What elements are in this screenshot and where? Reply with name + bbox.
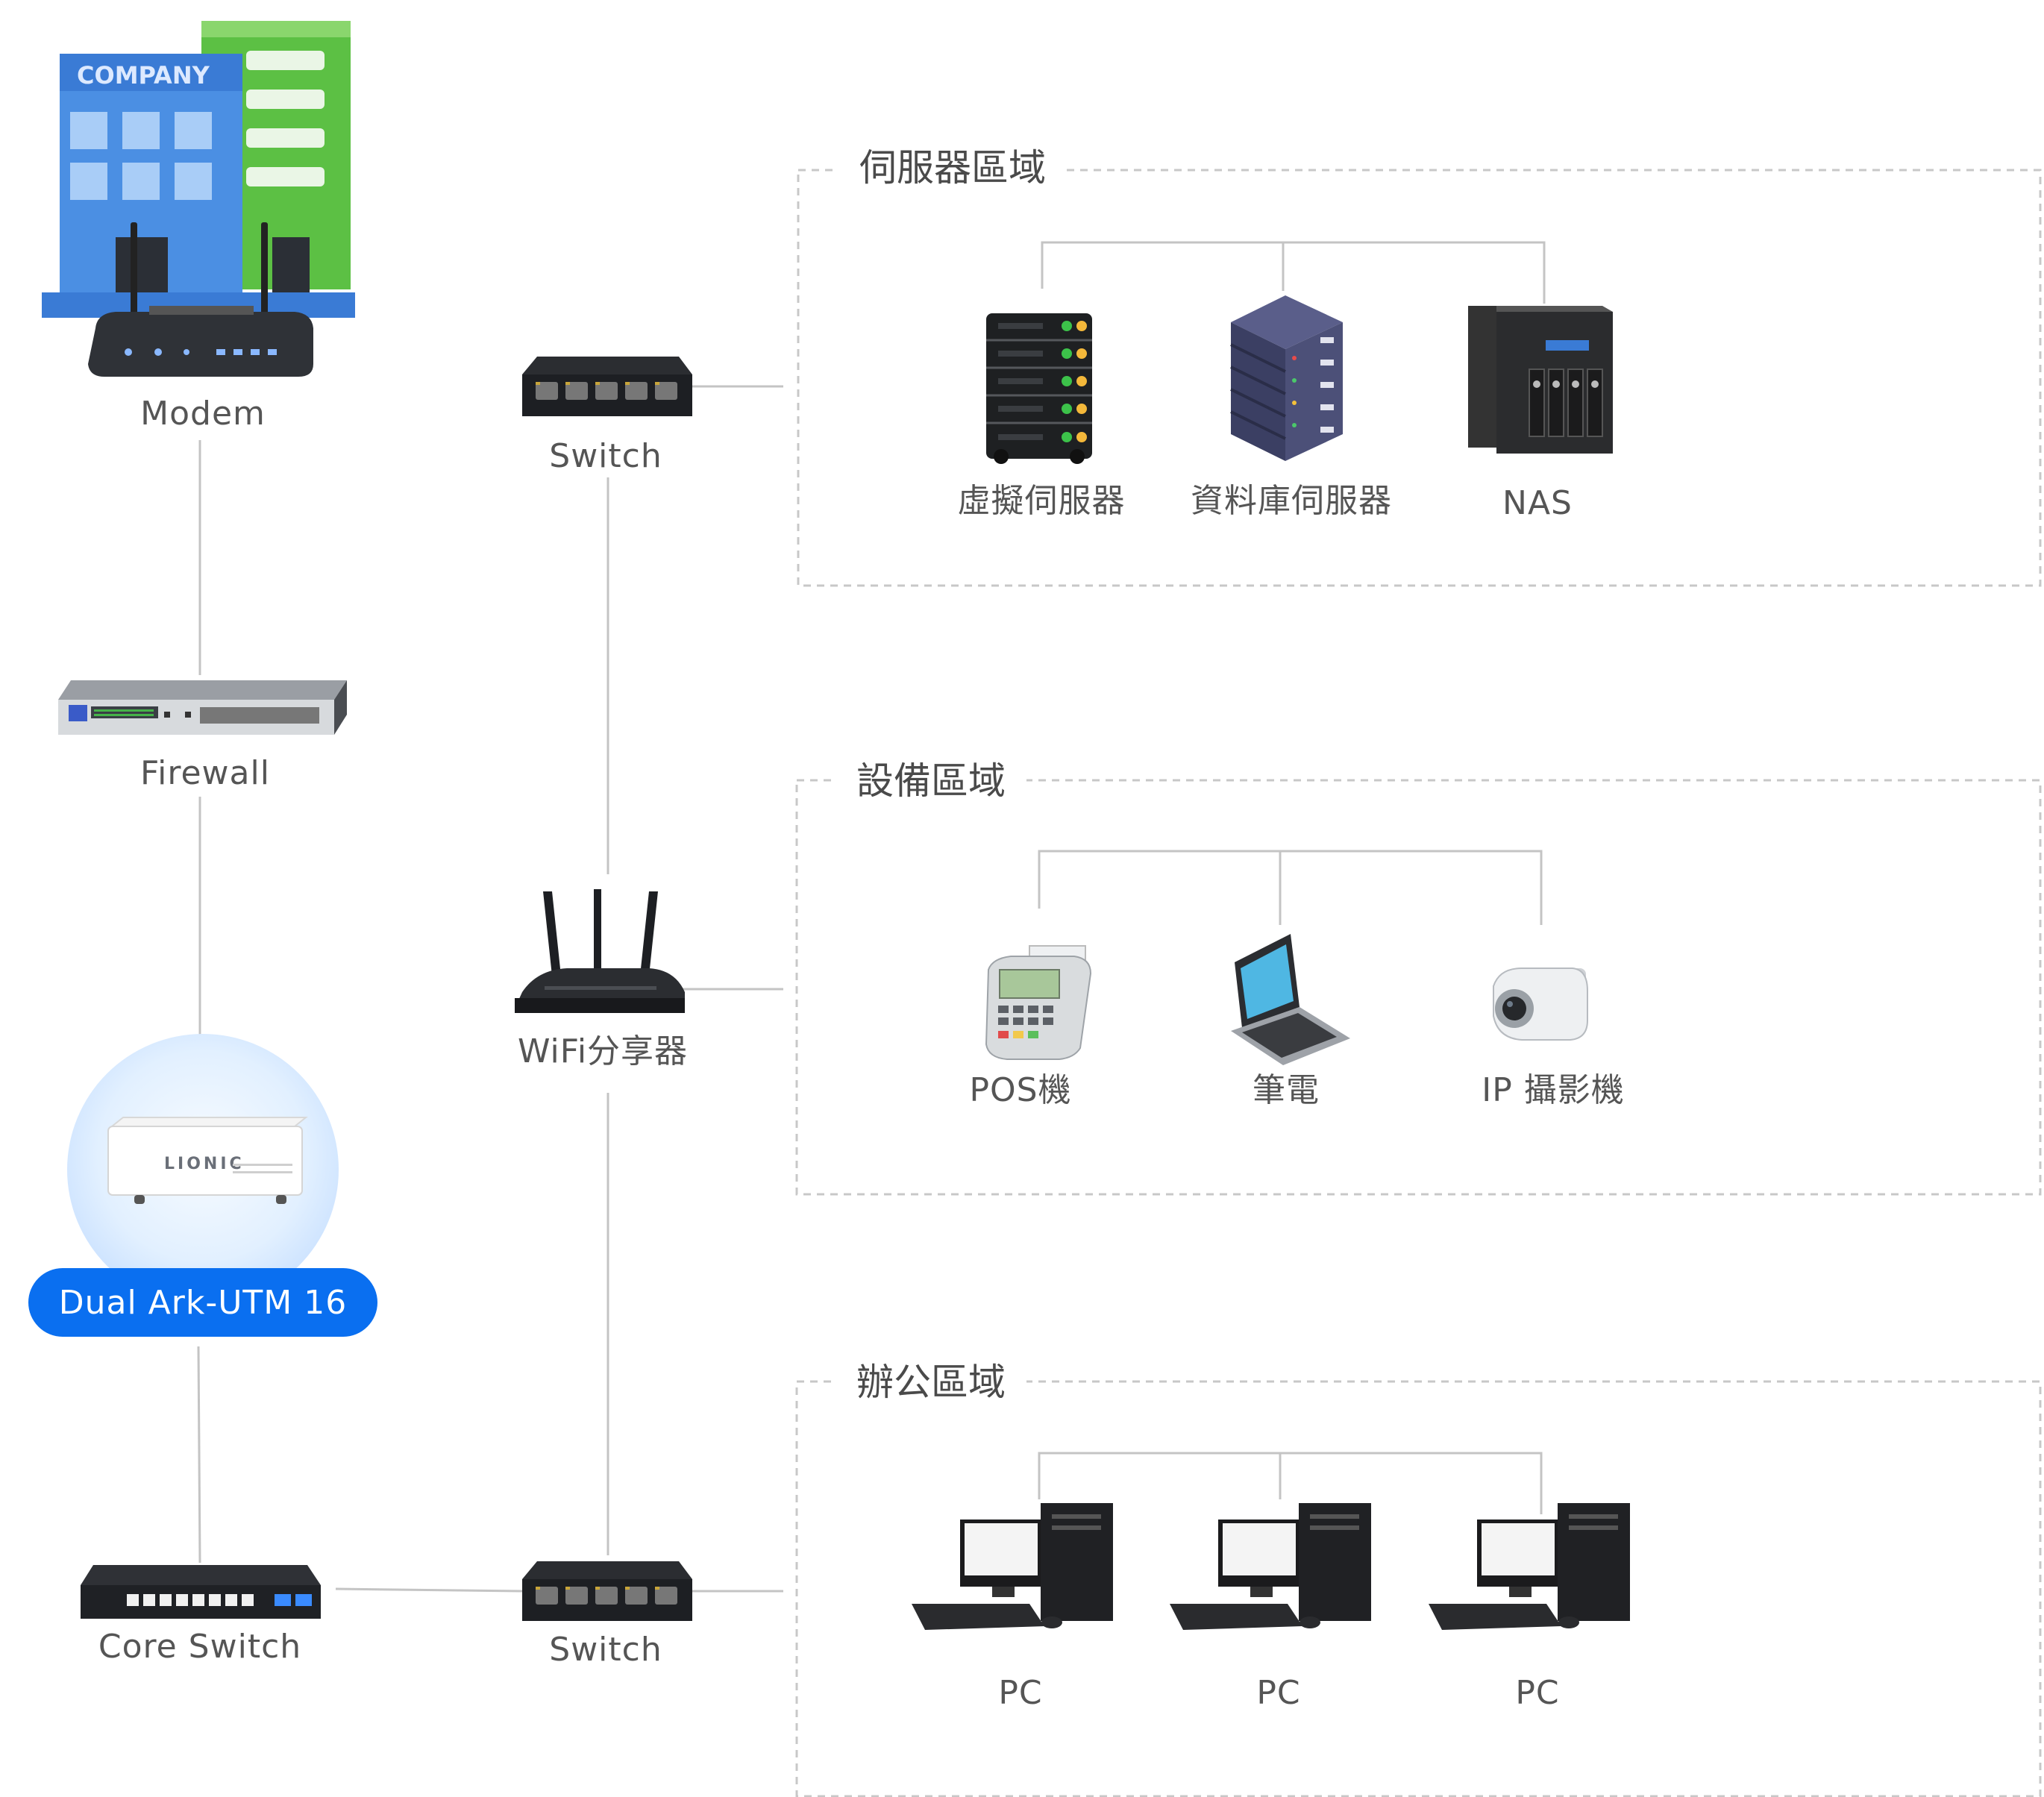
ip-camera-label: IP 攝影機 bbox=[1482, 1071, 1625, 1109]
pc-label-3: PC bbox=[1515, 1674, 1560, 1712]
equipment-zone-title: 設備區域 bbox=[836, 762, 1026, 800]
office-branch bbox=[1038, 1452, 1543, 1514]
server-zone-title: 伺服器區域 bbox=[838, 149, 1067, 186]
core-switch-label: Core Switch bbox=[98, 1628, 302, 1666]
switch-top-icon bbox=[522, 357, 692, 416]
connection-lines bbox=[197, 241, 1546, 1593]
pc-icon-3 bbox=[1429, 1503, 1630, 1630]
virtual-server-label: 虛擬伺服器 bbox=[957, 482, 1126, 520]
pos-terminal-icon bbox=[985, 945, 1092, 1060]
wifi-router-icon bbox=[515, 889, 685, 1013]
server-zone-box bbox=[797, 169, 2042, 587]
laptop-icon bbox=[1231, 934, 1350, 1065]
line-utm-coreswitch bbox=[197, 1346, 201, 1564]
nas-icon bbox=[1468, 306, 1613, 454]
ip-camera-icon bbox=[1493, 968, 1588, 1041]
pos-label: POS機 bbox=[969, 1071, 1072, 1109]
switch-bottom-label: Switch bbox=[549, 1631, 662, 1669]
equipment-zone-box bbox=[795, 779, 2042, 1196]
line-coreswitch-switch bbox=[335, 1587, 523, 1593]
utm-device-icon: LIONIC bbox=[107, 1117, 308, 1204]
pc-label-1: PC bbox=[998, 1674, 1043, 1712]
modem-icon bbox=[88, 222, 313, 377]
wifi-label: WiFi分享器 bbox=[517, 1032, 689, 1070]
utm-product-badge[interactable]: Dual Ark-UTM 16 bbox=[28, 1268, 377, 1337]
nas-label: NAS bbox=[1502, 484, 1573, 522]
office-zone-box bbox=[795, 1380, 2042, 1797]
database-server-label: 資料庫伺服器 bbox=[1191, 482, 1392, 520]
core-switch-icon bbox=[81, 1565, 321, 1619]
zone-boxes bbox=[795, 169, 2042, 1797]
virtual-server-icon bbox=[986, 313, 1092, 464]
utm-brand-text: LIONIC bbox=[164, 1155, 245, 1173]
pc-icon-1 bbox=[912, 1503, 1113, 1630]
modem-label: Modem bbox=[140, 395, 266, 433]
pc-label-2: PC bbox=[1256, 1674, 1301, 1712]
firewall-label: Firewall bbox=[140, 754, 270, 792]
building-icon: COMPANY bbox=[42, 21, 355, 318]
laptop-label: 筆電 bbox=[1253, 1071, 1320, 1109]
equipment-branch bbox=[1038, 850, 1543, 925]
building-company-text: COMPANY bbox=[77, 61, 210, 90]
server-branch bbox=[1041, 241, 1546, 304]
pc-icon-2 bbox=[1170, 1503, 1371, 1630]
office-zone-title: 辦公區域 bbox=[836, 1364, 1026, 1401]
switch-top-label: Switch bbox=[549, 437, 662, 475]
firewall-icon bbox=[58, 680, 347, 735]
switch-bottom-icon bbox=[522, 1561, 692, 1621]
database-server-icon bbox=[1230, 295, 1343, 461]
